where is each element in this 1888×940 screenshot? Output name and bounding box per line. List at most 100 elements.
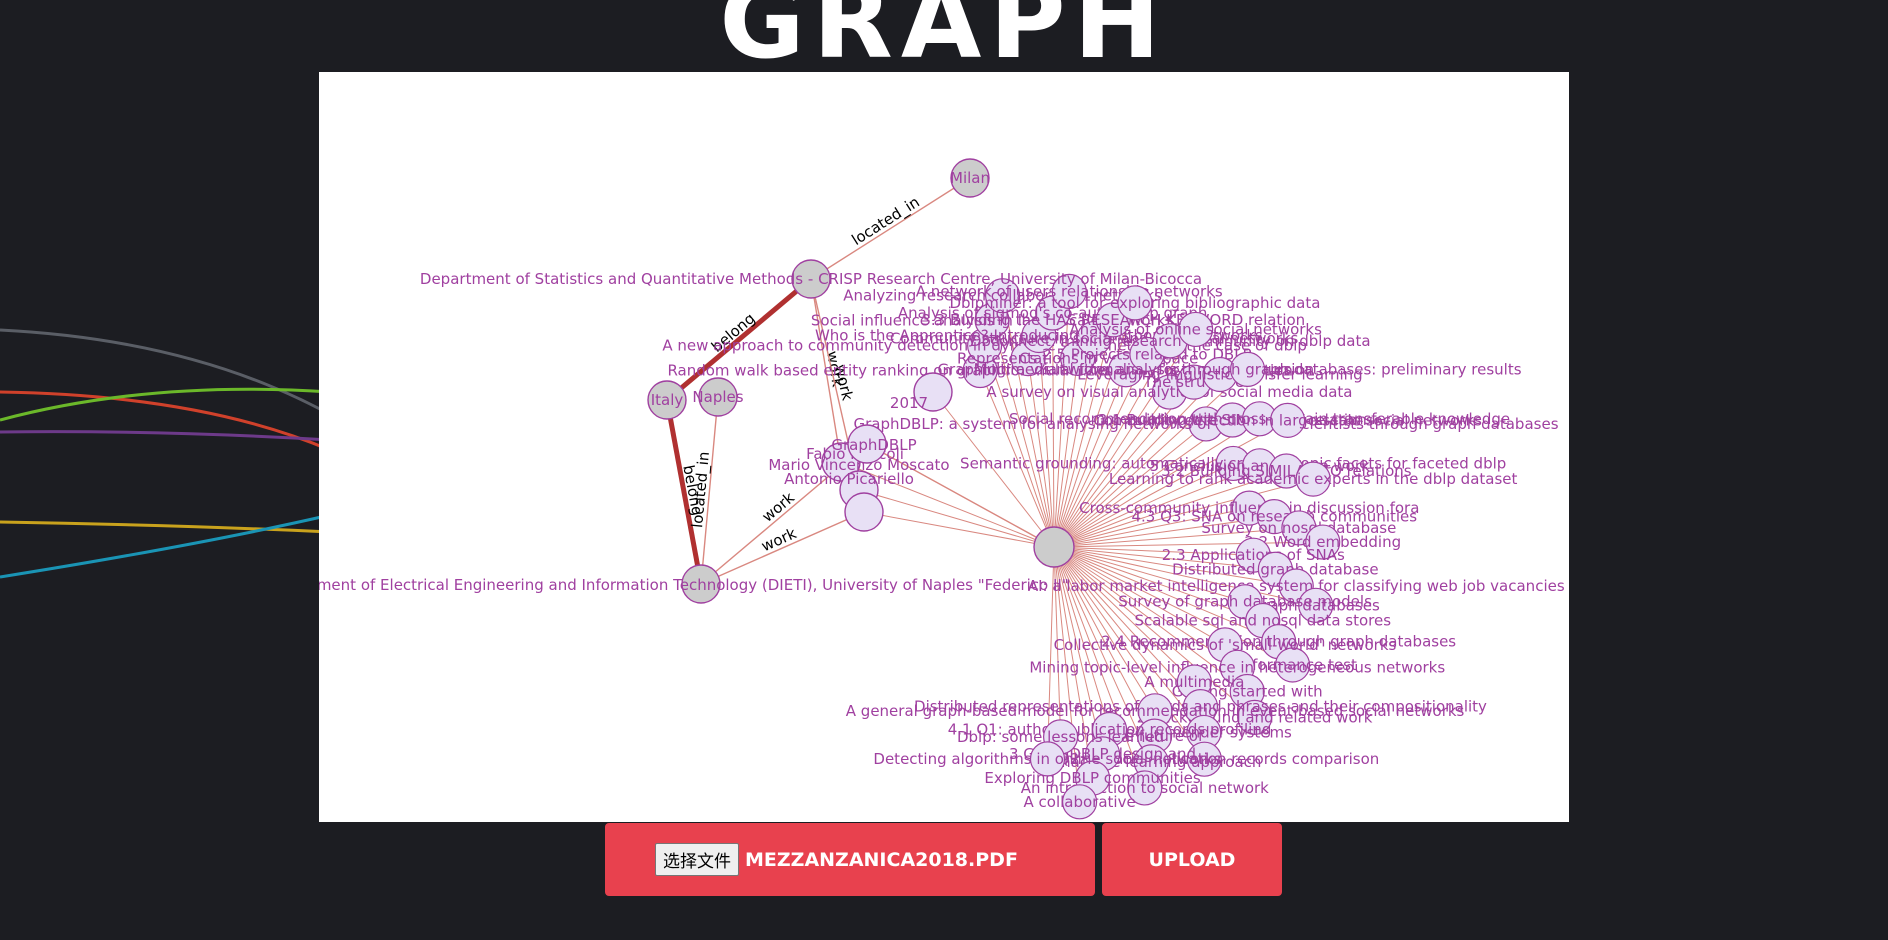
edge-hub-paper <box>1038 335 1055 548</box>
node-label-mario: Mario Vincenzo Moscato <box>768 456 949 474</box>
edge-hub-paper <box>1053 329 1197 548</box>
paper-label: 4.3 Q3: SNA on research communities <box>1131 508 1417 526</box>
edge-hub-paper <box>1053 546 1255 718</box>
edge-unimib-milan <box>810 177 971 280</box>
edge-hub-paper <box>1027 358 1055 548</box>
edge-hub-paper <box>1053 546 1111 730</box>
edge-hub-paper <box>1053 319 1114 548</box>
edge-hub-paper <box>1053 546 1156 737</box>
paper-node <box>1237 699 1273 735</box>
paper-label: AI: a labor market intelligence system f… <box>1028 577 1565 595</box>
edge-hub-paper <box>1053 546 1246 603</box>
node-label-unina: Department of Electrical Engineering and… <box>319 576 1069 594</box>
edge-hub-paper <box>1053 546 1156 712</box>
edge-hub-paper <box>1053 546 1062 737</box>
edge-hub-paper <box>1053 463 1234 548</box>
bg-curve-cyan <box>0 513 331 579</box>
paper-label: Detecting algorithms in online social ne… <box>873 750 1221 768</box>
bg-curve-red <box>0 390 331 452</box>
node-italy <box>647 380 687 420</box>
paper-label: Cs <box>1019 350 1037 368</box>
paper-node <box>1298 587 1334 623</box>
paper-label: 3.2 Building SIMILAR TO relations <box>1161 462 1412 480</box>
edge-label: located_in <box>849 193 924 250</box>
node-unina <box>681 564 721 604</box>
edge-hub-paper <box>1053 527 1299 548</box>
file-picker[interactable]: 选择文件 MEZZANZANICA2018.PDF <box>605 823 1095 896</box>
edge-hub-paper <box>1053 391 1170 548</box>
edge-hub-paper <box>1053 354 1148 548</box>
edge-hub-paper <box>1053 546 1263 622</box>
node-label-milan: Milan <box>950 169 990 187</box>
paper-label: The future of <box>1105 727 1204 745</box>
paper-label: Social recommendation with cross-domain … <box>1009 410 1510 428</box>
edge-hub-paper <box>1053 546 1276 570</box>
edge-hub-paper <box>979 370 1055 548</box>
edge-hub-paper <box>1053 546 1297 587</box>
paper-label: Cross-community influence in discussion … <box>1079 499 1419 517</box>
node-label-antonio: Antonio Picariello <box>784 470 914 488</box>
paper-node <box>1117 285 1153 321</box>
paper-node <box>1274 647 1311 683</box>
node-label-naples: Naples <box>692 388 743 406</box>
edge-hub-paper <box>1053 546 1226 646</box>
paper-node <box>1127 770 1163 806</box>
paper-label: A collaborative <box>1023 793 1135 811</box>
edge-hub-paper <box>1053 546 1104 755</box>
edge-hub-paper <box>1053 465 1260 548</box>
paper-node <box>1305 524 1341 560</box>
paper-label: A survey on visual analytics of social m… <box>986 383 1352 401</box>
paper-label: Graph databases <box>1252 596 1380 614</box>
edge-hub-paper <box>1053 546 1248 692</box>
edge-hub-paper <box>1053 423 1207 548</box>
paper-node <box>1186 741 1222 777</box>
edge-hub-graphdblp <box>866 443 1055 548</box>
paper-label: 2.3 Applications of SNAs <box>1162 546 1345 564</box>
paper-node <box>1295 461 1331 497</box>
paper-label: Semantic grounding: automatically creati… <box>960 454 1506 472</box>
paper-node <box>1061 784 1098 820</box>
paper-label: Learning to rank academic experts in the… <box>1109 470 1518 488</box>
edge-fabio-unimib <box>810 278 842 463</box>
edge-hub-paper <box>1053 546 1293 666</box>
edge-hub-paper <box>1053 546 1201 707</box>
edge-hub-paper <box>1053 546 1205 733</box>
upload-button[interactable]: UPLOAD <box>1102 823 1282 896</box>
edge-antonio-unina <box>700 511 865 585</box>
node-label-unimib: Department of Statistics and Quantitativ… <box>420 270 1202 288</box>
paper-node <box>1051 273 1087 310</box>
bg-curve-yellow <box>0 520 331 534</box>
paper-label: Performance test <box>1228 656 1357 674</box>
paper-label: 2.5 Projects related to DBLP <box>1042 345 1251 363</box>
paper-node <box>1178 311 1214 348</box>
edge-naples-unina <box>700 396 719 585</box>
edge-hub-paper <box>1053 374 1221 548</box>
node-label-italy: Italy <box>651 391 684 409</box>
paper-label: Distributed representations of words and… <box>914 698 1487 716</box>
edge-author-hub <box>858 489 1055 548</box>
edge-unimib-italy <box>665 277 813 402</box>
paper-label: Dblpminer: a tool for exploring bibliogr… <box>949 294 1320 312</box>
paper-label: GraphDBLP: a system for analysing networ… <box>854 415 1559 433</box>
paper-label: 2.4 Recommendation through graph databas… <box>1101 633 1456 651</box>
edge-hub-paper <box>1053 546 1146 789</box>
edge-author-hub <box>840 461 1055 548</box>
choose-file-button[interactable]: 选择文件 <box>655 843 739 876</box>
edge-hub-paper <box>1053 507 1250 548</box>
edge-hub-paper <box>1053 516 1275 548</box>
edge-hub-paper <box>1053 369 1248 548</box>
node-label-y2017: 2017 <box>890 394 928 412</box>
node-y2017 <box>913 372 953 412</box>
bg-curve-gray <box>0 328 341 422</box>
paper-label: Mining topic-level influence in heteroge… <box>1029 658 1445 676</box>
edge-hub-paper <box>1053 546 1279 643</box>
edge-label: work <box>759 524 800 555</box>
paper-node <box>1269 402 1306 438</box>
edge-hub-paper <box>1053 546 1254 556</box>
paper-node <box>985 278 1021 314</box>
paper-label: Multimedia twitter analysis through grap… <box>974 360 1522 378</box>
graph-canvas[interactable]: located_inbelongbelonglocated_inworkwork… <box>319 72 1569 822</box>
edge-hub-paper <box>1053 546 1152 763</box>
